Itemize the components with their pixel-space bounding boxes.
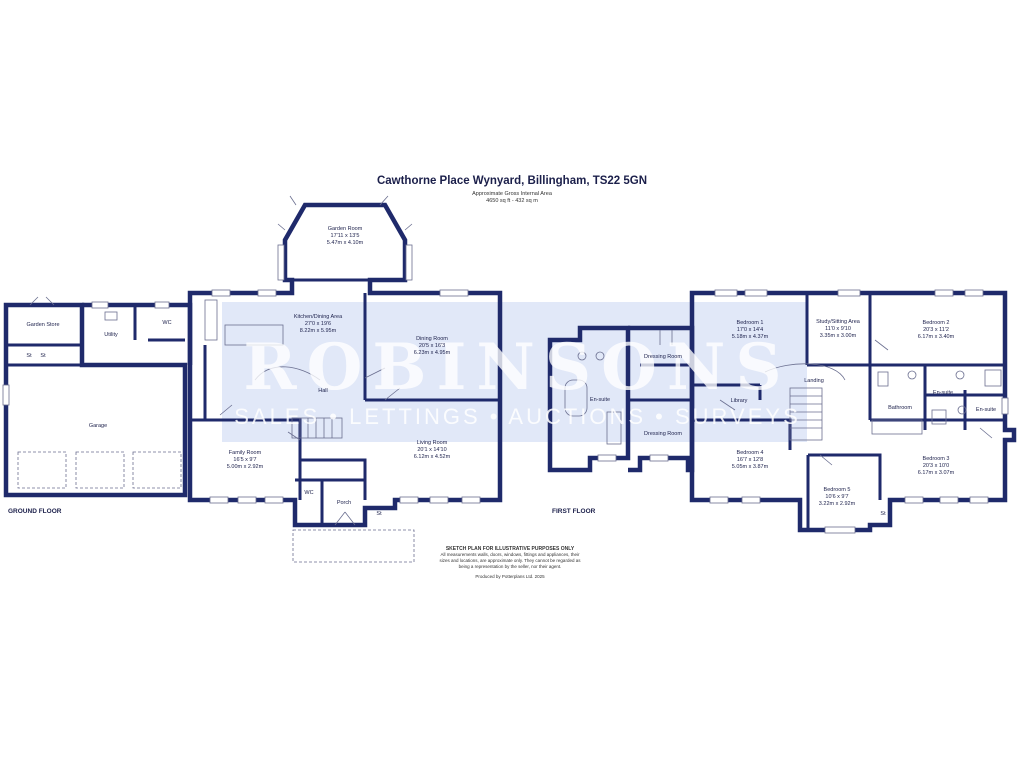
room-wc-ground-1: WC — [162, 320, 172, 326]
room-ensuite-3: En-suite — [975, 407, 997, 413]
room-store-first: St — [880, 511, 886, 517]
room-dressing-room-1: Dressing Room — [644, 354, 682, 360]
room-dressing-room-2: Dressing Room — [644, 431, 682, 437]
room-ensuite-master: En-suite — [589, 397, 611, 403]
room-landing: Landing — [804, 378, 824, 384]
room-bedroom-2: Bedroom 2 20'3 x 11'2 6.17m x 3.40m — [917, 320, 955, 340]
room-kitchen-dining: Kitchen/Dining Area 27'0 x 19'6 8.22m x … — [293, 314, 343, 334]
disclaimer-line-1: All measurements walls, doors, windows, … — [440, 552, 580, 557]
room-store-ground-1: St — [26, 353, 32, 359]
room-wc-ground-2: WC — [304, 490, 314, 496]
gross-area-value: 4650 sq ft - 432 sq m — [486, 198, 538, 204]
disclaimer-heading: SKETCH PLAN FOR ILLUSTRATIVE PURPOSES ON… — [445, 546, 575, 552]
plan-title: Cawthorne Place Wynyard, Billingham, TS2… — [376, 175, 648, 187]
room-store-ground-3: St — [376, 511, 382, 517]
room-garden-store: Garden Store — [26, 322, 60, 328]
room-study: Study/Sitting Area 11'0 x 9'10 3.35m x 3… — [816, 319, 860, 339]
disclaimer: SKETCH PLAN FOR ILLUSTRATIVE PURPOSES ON… — [430, 546, 590, 580]
room-family-room: Family Room 16'5 x 9'7 5.00m x 2.92m — [226, 450, 264, 470]
ground-floor-plan — [2, 195, 503, 563]
room-ensuite-2: En-suite — [932, 390, 954, 396]
master-wing-outer-wall — [547, 325, 631, 473]
room-store-ground-2: St — [40, 353, 46, 359]
room-living-room: Living Room 20'1 x 14'10 6.12m x 4.52m — [413, 440, 451, 460]
garage-outer-wall — [3, 302, 188, 498]
first-floor-plan — [547, 289, 1017, 534]
room-bedroom-5: Bedroom 5 10'6 x 9'7 3.22m x 2.92m — [818, 487, 856, 507]
house-first-outer-wall — [689, 290, 1017, 533]
ground-floor-label: GROUND FLOOR — [8, 508, 62, 515]
disclaimer-line-2: sizes and locations, are approximate onl… — [439, 558, 581, 563]
disclaimer-credit: Produced by Potterplans Ltd. 2025 — [475, 574, 545, 579]
room-bathroom: Bathroom — [888, 405, 912, 411]
gross-area-label: Approximate Gross Internal Area — [472, 191, 552, 197]
room-hall: Hall — [318, 388, 328, 394]
watermark-tagline: SALES • LETTINGS • AUCTIONS • SURVEYS — [234, 404, 801, 429]
room-bedroom-3: Bedroom 3 20'3 x 10'0 6.17m x 3.07m — [917, 456, 955, 476]
disclaimer-line-3: being a representation by the seller, no… — [458, 564, 562, 569]
room-porch: Porch — [336, 500, 352, 506]
room-dining-room: Dining Room 20'5 x 16'3 6.23m x 4.95m — [413, 336, 451, 356]
first-floor-label: FIRST FLOOR — [552, 508, 596, 515]
room-library: Library — [730, 398, 748, 404]
room-garage: Garage — [88, 423, 108, 429]
room-garden-room: Garden Room 17'11 x 13'5 5.47m x 4.10m — [326, 226, 364, 246]
house-ground-outer-wall — [187, 202, 503, 528]
room-bedroom-4: Bedroom 4 16'7 x 12'8 5.05m x 3.87m — [731, 450, 769, 470]
room-bedroom-1: Bedroom 1 17'0 x 14'4 5.18m x 4.37m — [731, 320, 769, 340]
watermark-brand: ROBINSONS — [243, 330, 792, 405]
room-utility: Utility — [104, 332, 118, 338]
